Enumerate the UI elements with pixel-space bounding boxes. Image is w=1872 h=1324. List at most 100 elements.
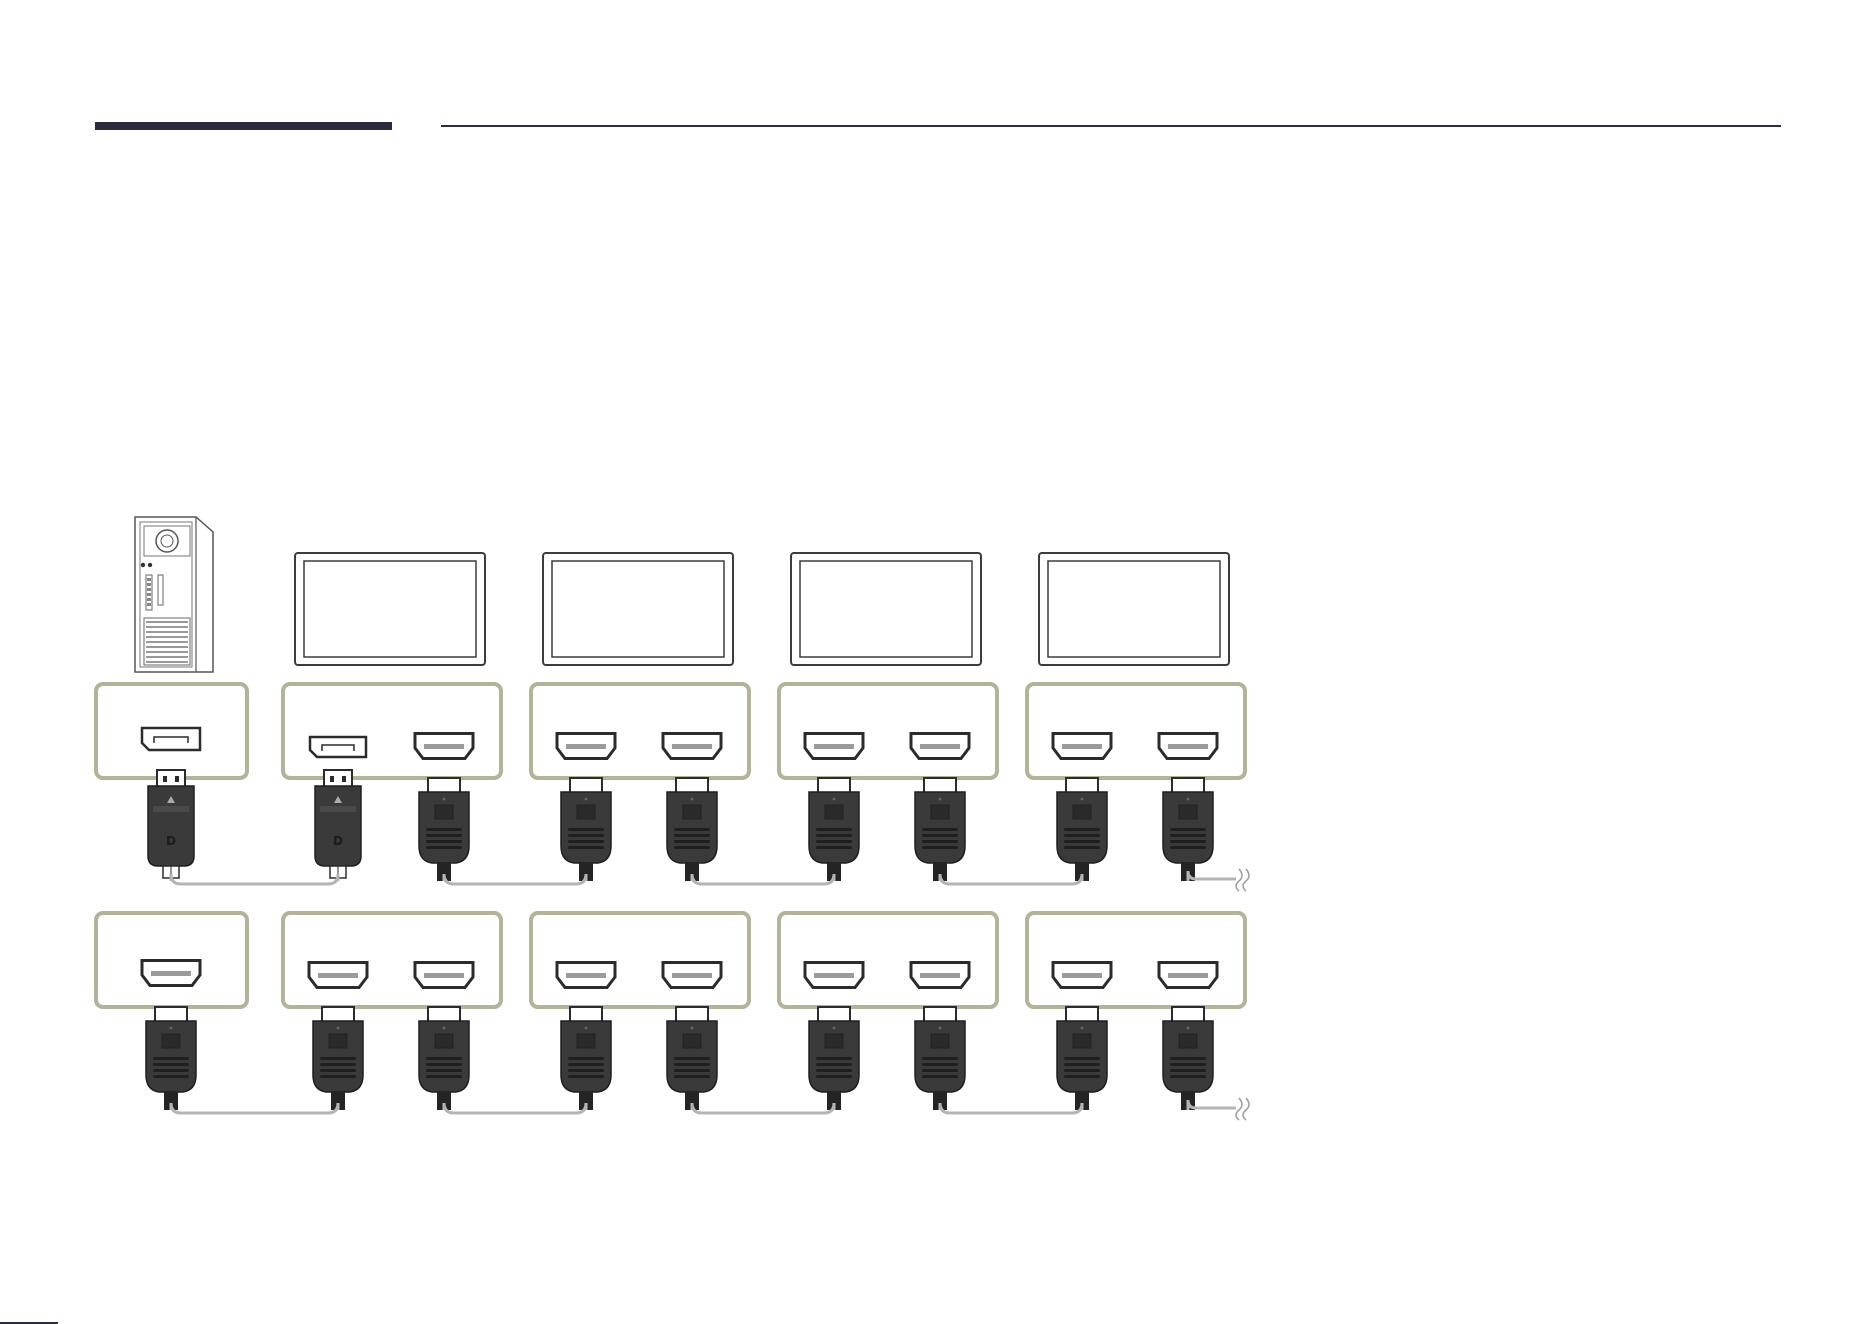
cable-icon — [444, 1103, 586, 1113]
displayport-plug-latch — [175, 776, 179, 782]
hdmi-plug-body — [1057, 792, 1107, 863]
hdmi-plug-grip — [674, 840, 710, 843]
pc-port — [147, 593, 151, 596]
hdmi-plug-grip — [1064, 1069, 1100, 1072]
hdmi-plug-grip — [922, 834, 958, 837]
hdmi-plug-body — [1163, 1021, 1213, 1092]
hdmi-port-pins — [814, 744, 854, 749]
hdmi-plug-grip — [1064, 828, 1100, 831]
displayport-plug-band — [320, 806, 356, 812]
hdmi-plug-icon — [809, 1007, 859, 1110]
hdmi-plug-grip — [674, 1057, 710, 1060]
hdmi-plug-grip — [816, 1057, 852, 1060]
port-panel-frame — [531, 913, 749, 1007]
hdmi-plug-body — [915, 1021, 965, 1092]
hdmi-plug-grip — [674, 1063, 710, 1066]
hdmi-plug-dot — [443, 798, 446, 801]
displayport-plug-latch — [163, 776, 167, 782]
hdmi-plug-body — [915, 792, 965, 863]
displayport-plug-latch — [342, 776, 346, 782]
hdmi-plug-label — [825, 1034, 843, 1048]
hdmi-plug-dot — [833, 798, 836, 801]
hdmi-plug-grip — [1064, 1063, 1100, 1066]
cable-break-icon — [1236, 869, 1242, 891]
pc-jack — [148, 563, 152, 567]
hdmi-plug-dot — [833, 1027, 836, 1030]
displayport-plug-band — [153, 806, 189, 812]
hdmi-plug-dot — [691, 798, 694, 801]
hdmi-plug-grip — [153, 1075, 189, 1078]
hdmi-plug-grip — [426, 834, 462, 837]
hdmi-plug-body — [419, 1021, 469, 1092]
cable-break-icon — [1243, 869, 1249, 891]
hdmi-plug-grip — [674, 846, 710, 849]
pc-port — [147, 603, 151, 606]
hdmi-plug-icon — [561, 778, 611, 881]
hdmi-port-pins — [566, 744, 606, 749]
hdmi-plug-label — [825, 805, 843, 819]
hdmi-plug-icon — [146, 1007, 196, 1110]
display-port-panel — [283, 913, 501, 1110]
hdmi-plug-body — [809, 1021, 859, 1092]
hdmi-plug-grip — [426, 1075, 462, 1078]
hdmi-plug-grip — [568, 1057, 604, 1060]
hdmi-plug-grip — [922, 1075, 958, 1078]
hdmi-plug-body — [313, 1021, 363, 1092]
display-port-panel — [1027, 913, 1245, 1110]
connection-rows: DD — [96, 684, 1249, 1120]
hdmi-plug-dot — [1081, 1027, 1084, 1030]
pc-port — [147, 578, 151, 581]
display-port-panel — [531, 684, 749, 881]
hdmi-port-pins — [424, 744, 464, 749]
hdmi-plug-icon — [667, 1007, 717, 1110]
display-port-panel: D — [283, 684, 501, 881]
hdmi-plug-icon — [1163, 778, 1213, 881]
hdmi-plug-grip — [320, 1057, 356, 1060]
displayport-plug-logo: D — [333, 834, 343, 848]
hdmi-plug-grip — [674, 1069, 710, 1072]
hdmi-plug-icon — [915, 1007, 965, 1110]
hdmi-plug-grip — [674, 828, 710, 831]
hdmi-plug-icon — [561, 1007, 611, 1110]
cable-icon — [940, 874, 1082, 884]
hdmi-plug-grip — [1170, 840, 1206, 843]
hdmi-plug-grip — [816, 840, 852, 843]
hdmi-plug-label — [435, 805, 453, 819]
monitor-screen — [800, 561, 972, 657]
hdmi-plug-label — [329, 1034, 347, 1048]
hdmi-plug-grip — [816, 1075, 852, 1078]
display-port-panel — [779, 913, 997, 1110]
hdmi-port-pins — [1168, 744, 1208, 749]
hdmi-plug-label — [162, 1034, 180, 1048]
hdmi-plug-body — [561, 792, 611, 863]
cable-break-icon — [1236, 1098, 1242, 1120]
hdmi-plug-grip — [1170, 1075, 1206, 1078]
pc-port — [147, 588, 151, 591]
hdmi-plug-body — [809, 792, 859, 863]
hdmi-plug-grip — [1170, 846, 1206, 849]
hdmi-plug-dot — [1187, 1027, 1190, 1030]
hdmi-plug-body — [667, 792, 717, 863]
hdmi-plug-grip — [320, 1063, 356, 1066]
hdmi-plug-label — [1073, 1034, 1091, 1048]
monitor-screen — [304, 561, 476, 657]
hdmi-plug-body — [561, 1021, 611, 1092]
hdmi-plug-grip — [1170, 1057, 1206, 1060]
hdmi-plug-grip — [1170, 1069, 1206, 1072]
hdmi-plug-label — [435, 1034, 453, 1048]
hdmi-plug-grip — [1170, 1063, 1206, 1066]
hdmi-plug-grip — [1064, 840, 1100, 843]
hdmi-plug-dot — [1081, 798, 1084, 801]
hdmi-plug-dot — [939, 798, 942, 801]
hdmi-plug-grip — [816, 846, 852, 849]
hdmi-plug-grip — [426, 828, 462, 831]
displayport-port-icon — [310, 737, 366, 757]
cable-icon — [171, 1103, 338, 1113]
cable-icon — [692, 874, 834, 884]
hdmi-plug-label — [931, 805, 949, 819]
monitors — [295, 553, 1229, 665]
hdmi-plug-grip — [1064, 1057, 1100, 1060]
hdmi-plug-grip — [568, 840, 604, 843]
hdmi-port-pins — [672, 973, 712, 978]
hdmi-port-pins — [814, 973, 854, 978]
